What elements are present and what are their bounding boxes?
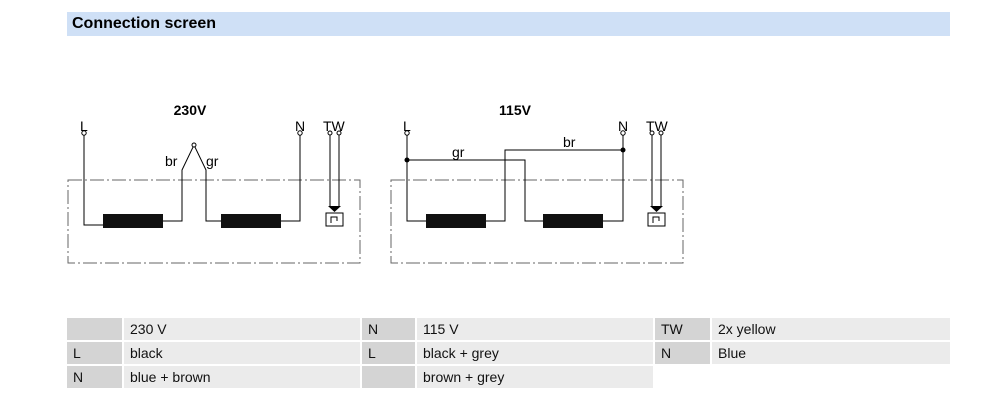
terminal-label-tw: TW — [323, 118, 346, 134]
thermostat-box-icon — [325, 212, 344, 227]
diagram-230v: 230V L br gr N TW — [67, 102, 361, 264]
legend-value: 2x yellow — [712, 318, 950, 340]
housing-outline — [67, 179, 361, 264]
legend-key: N — [67, 366, 122, 388]
thermostat-switch-icon — [330, 216, 338, 223]
thermostat-symbol — [328, 206, 341, 212]
diagram-title: 115V — [499, 102, 532, 118]
thermostat-switch-icon — [652, 216, 660, 223]
legend-row: 230 V N 115 V TW 2x yellow — [67, 318, 950, 340]
heating-element — [426, 214, 486, 228]
terminal-l — [81, 130, 87, 136]
legend-key: L — [67, 342, 122, 364]
terminal-tw-1 — [327, 130, 333, 136]
diagram-title: 230V — [174, 102, 207, 118]
wire-gr — [407, 159, 543, 222]
terminal-label-tw: TW — [646, 118, 669, 134]
legend-row: N blue + brown brown + grey — [67, 366, 655, 388]
wire-n — [603, 135, 624, 222]
thermostat-box-icon — [647, 212, 666, 227]
terminal-l — [404, 130, 410, 136]
legend-key — [362, 366, 415, 388]
legend-key: N — [655, 342, 710, 364]
terminal-label-n: N — [295, 118, 305, 134]
page-title: Connection screen — [72, 15, 217, 32]
wire-label-gr: gr — [452, 144, 465, 160]
legend-value: black — [124, 342, 360, 364]
diagram-115v: 115V L gr br N TW — [390, 102, 684, 264]
wire-label-br: br — [563, 134, 576, 150]
legend-row: L black L black + grey N Blue — [67, 342, 950, 364]
legend-value: black + grey — [417, 342, 653, 364]
wire-label-br: br — [165, 153, 178, 169]
section-header: Connection screen — [67, 12, 950, 36]
housing-outline — [390, 179, 684, 264]
terminal-label-l: L — [403, 118, 411, 134]
legend-value: 115 V — [417, 318, 653, 340]
legend-key: L — [362, 342, 415, 364]
wire-l — [83, 135, 103, 226]
terminal-label-l: L — [80, 118, 88, 134]
terminal-n — [297, 130, 303, 136]
heating-element — [543, 214, 603, 228]
terminal-tw-2 — [336, 130, 342, 136]
terminal-tw-1 — [649, 130, 655, 136]
terminal-n — [620, 130, 626, 136]
legend-key: TW — [655, 318, 710, 340]
wire-br — [486, 149, 623, 222]
thermostat-symbol — [650, 206, 663, 212]
wire-l — [406, 135, 426, 222]
legend-key: N — [362, 318, 415, 340]
junction-point — [191, 142, 197, 148]
wire-label-gr: gr — [206, 153, 219, 169]
legend-value: brown + grey — [417, 366, 653, 388]
wire-n — [281, 135, 301, 222]
heating-element — [103, 214, 163, 228]
legend-value: Blue — [712, 342, 950, 364]
heating-element — [221, 214, 281, 228]
legend-key — [67, 318, 122, 340]
terminal-tw-2 — [658, 130, 664, 136]
terminal-label-n: N — [618, 118, 628, 134]
legend-value: 230 V — [124, 318, 360, 340]
legend-value: blue + brown — [124, 366, 360, 388]
